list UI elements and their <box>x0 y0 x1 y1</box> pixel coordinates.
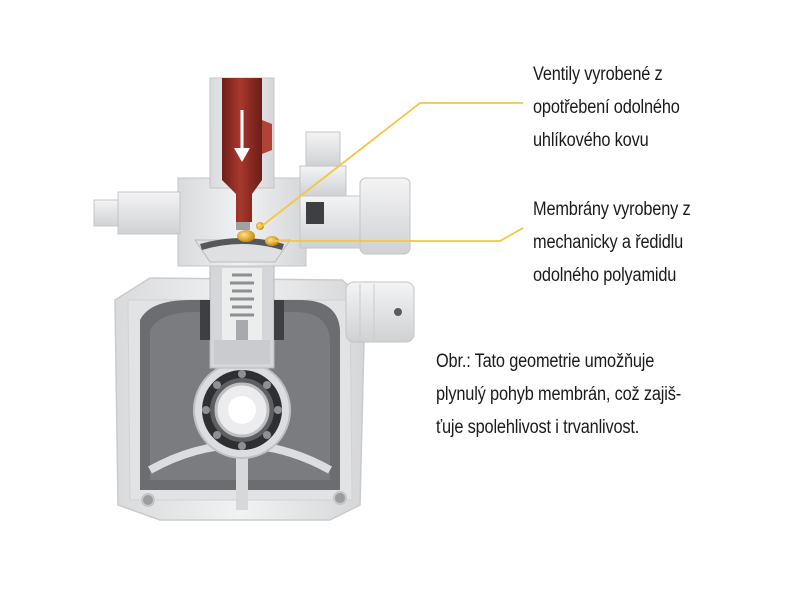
piston-assembly <box>200 257 284 369</box>
bearing <box>193 361 291 459</box>
annotation-valves-line-3: uhlíkového kovu <box>533 130 649 151</box>
figure-caption-line-1: Obr.: Tato geometrie umožňuje <box>436 351 655 372</box>
annotation-valves-line-1: Ventily vyrobené z <box>533 64 663 85</box>
mounting-hole-left <box>141 493 155 507</box>
annotation-membranes-line-3: odolného polyamidu <box>533 265 677 286</box>
membrane <box>200 238 284 250</box>
annotation-valves: Ventily vyrobené z opotřebení odolného u… <box>533 58 680 157</box>
figure-caption-line-2: plynulý pohyb membrán, což zajiš- <box>436 384 681 405</box>
annotation-membranes-line-1: Membrány vyrobeny z <box>533 199 691 220</box>
inlet-pipe <box>209 77 275 222</box>
side-knob <box>345 281 415 343</box>
annotation-valves-line-2: opotřebení odolného <box>533 97 680 118</box>
figure-caption: Obr.: Tato geometrie umožňuje plynulý po… <box>436 345 681 444</box>
figure-caption-line-3: ťuje spolehlivost i trvanlivost. <box>436 417 640 438</box>
leader-line-membranes <box>274 227 524 242</box>
annotation-membranes: Membrány vyrobeny z mechanicky a ředidlu… <box>533 193 691 292</box>
valve-gold-left <box>237 230 255 242</box>
left-fitting <box>93 191 181 235</box>
annotation-membranes-line-2: mechanicky a ředidlu <box>533 232 684 253</box>
mounting-hole-right <box>333 491 347 505</box>
valve-gold-right <box>265 236 279 246</box>
leader-lines <box>257 102 524 242</box>
flow-direction-arrow <box>234 110 250 162</box>
leader-line-valves <box>257 102 523 230</box>
right-fitting <box>299 131 411 255</box>
